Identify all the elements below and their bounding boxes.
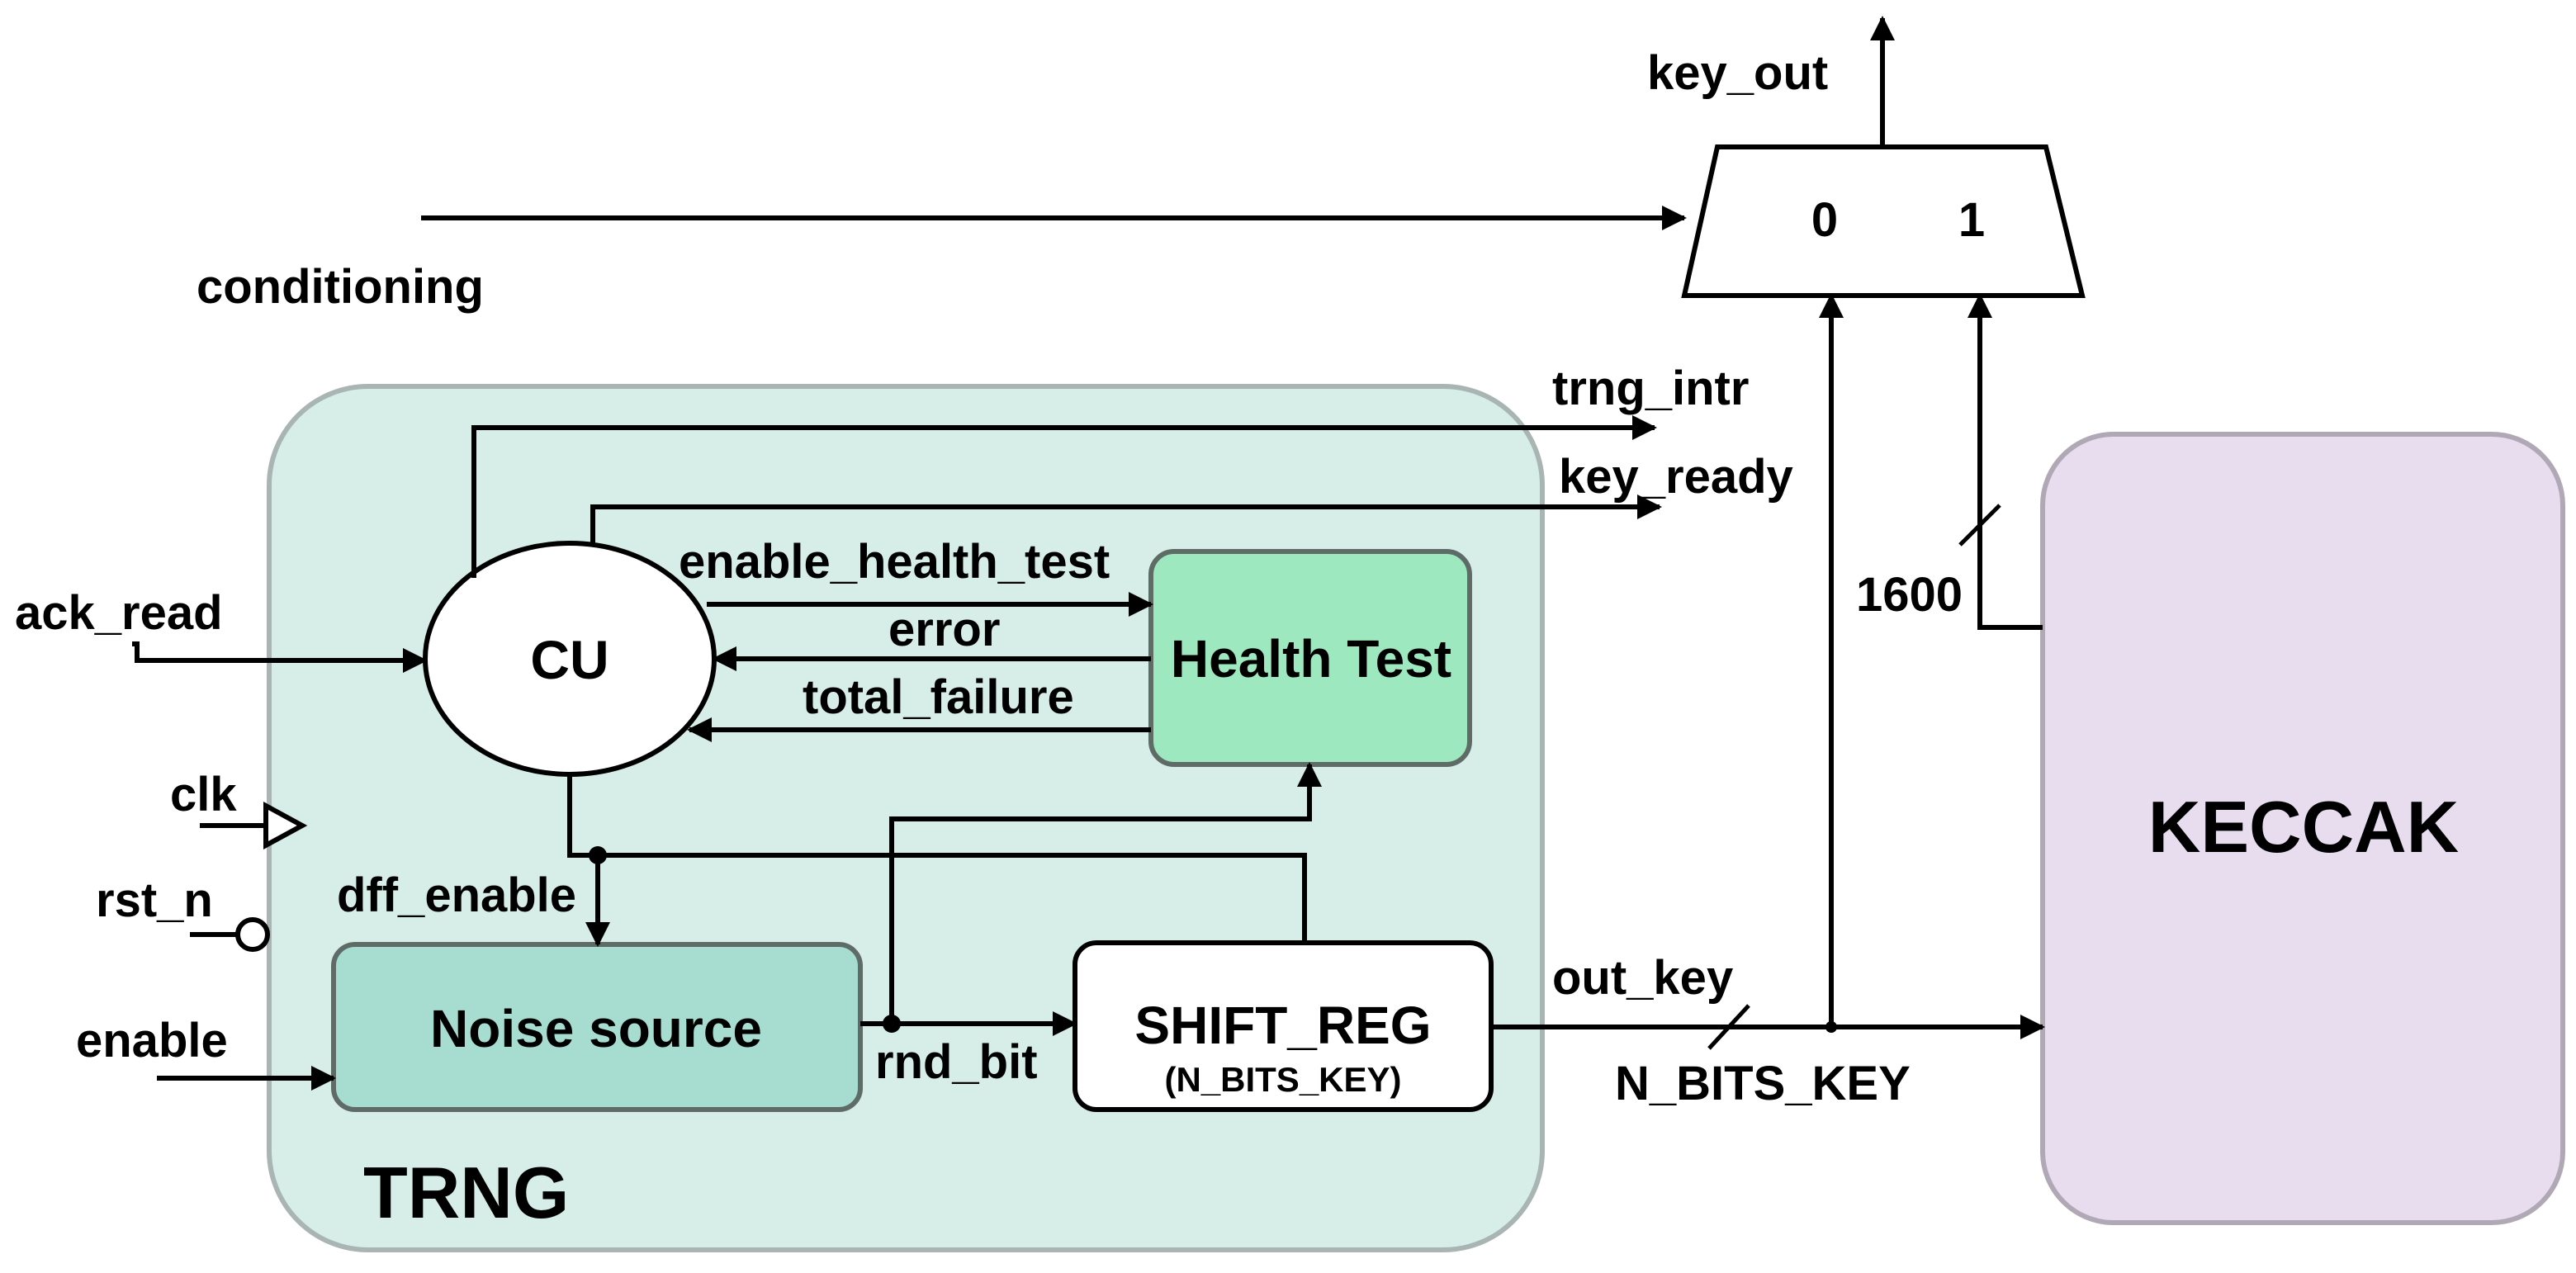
rst-n-label: rst_n [96,873,213,927]
clk-label: clk [170,768,237,821]
trng-intr-wire [471,415,1657,578]
health-test-label: Health Test [1171,629,1451,689]
bus-1600-label: 1600 [1856,568,1963,622]
out-key-label: out_key [1552,951,1733,1005]
dff-enable-junction [589,846,607,864]
rst-n-symbol [235,917,270,952]
dff-enable-label: dff_enable [337,868,576,922]
shift-reg-param-label: (N_BITS_KEY) [1164,1060,1401,1099]
rnd-bit-label: rnd_bit [875,1035,1038,1089]
ack-read-label: ack_read [15,586,223,640]
enable-health-test-label: enable_health_test [679,535,1110,589]
noise-source-label: Noise source [430,999,762,1058]
dff-enable-wire [567,774,1307,943]
conditioning-label: conditioning [197,260,484,314]
enable-label: enable [76,1014,228,1067]
bus-1600-slash [1958,504,2001,547]
total-failure-label: total_failure [803,670,1074,724]
keccak-to-mux-wire [1968,293,2043,630]
mux [1681,144,2086,298]
key-ready-label: key_ready [1559,450,1793,504]
cu-label: CU [530,629,608,690]
keccak-block [2040,432,2565,1225]
trng-intr-label: trng_intr [1552,362,1749,415]
error-label: error [888,603,1000,656]
clk-symbol [263,801,308,850]
ack-read-wire [132,641,428,673]
out-key-junction [1825,1021,1837,1033]
keccak-label: KECCAK [2148,786,2459,868]
mux-input-1: 1 [1958,193,1985,247]
key-out-label: key_out [1647,46,1828,100]
mux-input-0: 0 [1811,193,1838,247]
trng-label: TRNG [363,1152,569,1233]
out-key-bus-slash [1707,1004,1750,1050]
rnd-bit-junction [883,1015,901,1033]
rnd-bit-health-wire [889,762,1322,1024]
key-ready-wire [590,495,1662,545]
shift-reg-label: SHIFT_REG [1134,996,1431,1055]
n-bits-key-label: N_BITS_KEY [1615,1057,1911,1110]
